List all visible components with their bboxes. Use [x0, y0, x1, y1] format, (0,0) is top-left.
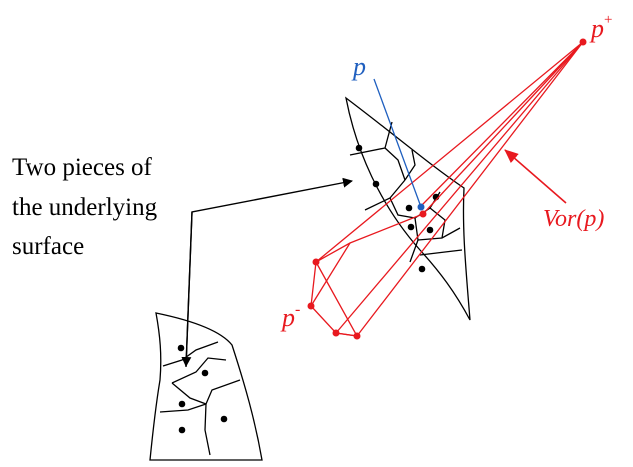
- voronoi-vertex: [332, 329, 340, 337]
- voronoi-vertex: [353, 332, 361, 340]
- lower-sample-points: [177, 344, 228, 434]
- label-p-minus: p-: [280, 301, 300, 332]
- sample-point: [178, 400, 186, 408]
- sample-point: [355, 144, 363, 152]
- voronoi-cell-edge: [384, 147, 406, 181]
- caption-pointer-arrow: [181, 177, 353, 368]
- caption-line-3: surface: [12, 233, 85, 260]
- label-p: p: [351, 52, 366, 81]
- sample-point: [426, 226, 434, 234]
- label-p-plus: p+: [589, 12, 612, 43]
- lower-surface-piece: [149, 312, 263, 461]
- sample-point: [407, 223, 415, 231]
- voronoi-cell-edge: [162, 341, 219, 367]
- pole-p-minus: [307, 302, 315, 310]
- voronoi-cell-edge: [171, 382, 207, 405]
- voronoi-cell-edge: [204, 403, 211, 456]
- voronoi-vertices: [307, 38, 587, 340]
- vor-pointer-arrow: [504, 149, 567, 204]
- sample-point-p: [417, 203, 425, 211]
- label-vor-p: Vor(p): [543, 206, 604, 232]
- voronoi-cell-edge: [429, 207, 446, 239]
- sample-point: [418, 265, 426, 273]
- label-p-minus-sup: -: [295, 301, 300, 318]
- voronoi-cell-edge: [389, 197, 416, 219]
- voronoi-vertex: [419, 210, 427, 218]
- voronoi-vertex: [312, 258, 320, 266]
- voronoi-cell-edge: [159, 403, 207, 413]
- caption-line-1: Two pieces of: [12, 154, 152, 181]
- sample-point: [177, 344, 185, 352]
- upper-surface-outline: [345, 96, 471, 321]
- label-p-plus-base: p: [589, 14, 604, 43]
- voronoi-cell-edge: [419, 249, 463, 256]
- sample-point: [405, 204, 413, 212]
- pole-p-plus: [579, 38, 587, 46]
- lower-surface-outline: [149, 312, 263, 461]
- sample-point: [178, 426, 186, 434]
- upper-surface-piece: [345, 96, 471, 321]
- voronoi-cell-of-p: [310, 41, 584, 337]
- voronoi-cell-edge: [171, 357, 227, 384]
- p-leader-line: [373, 78, 422, 208]
- voronoi-cell-edge: [404, 149, 416, 181]
- sample-point: [201, 369, 209, 377]
- sample-point: [372, 180, 380, 188]
- caption-line-2: the underlying: [12, 194, 158, 221]
- sample-point: [220, 415, 228, 423]
- voronoi-cell-edge: [205, 379, 241, 405]
- label-p-minus-base: p: [280, 303, 295, 332]
- label-p-plus-sup: +: [604, 12, 612, 28]
